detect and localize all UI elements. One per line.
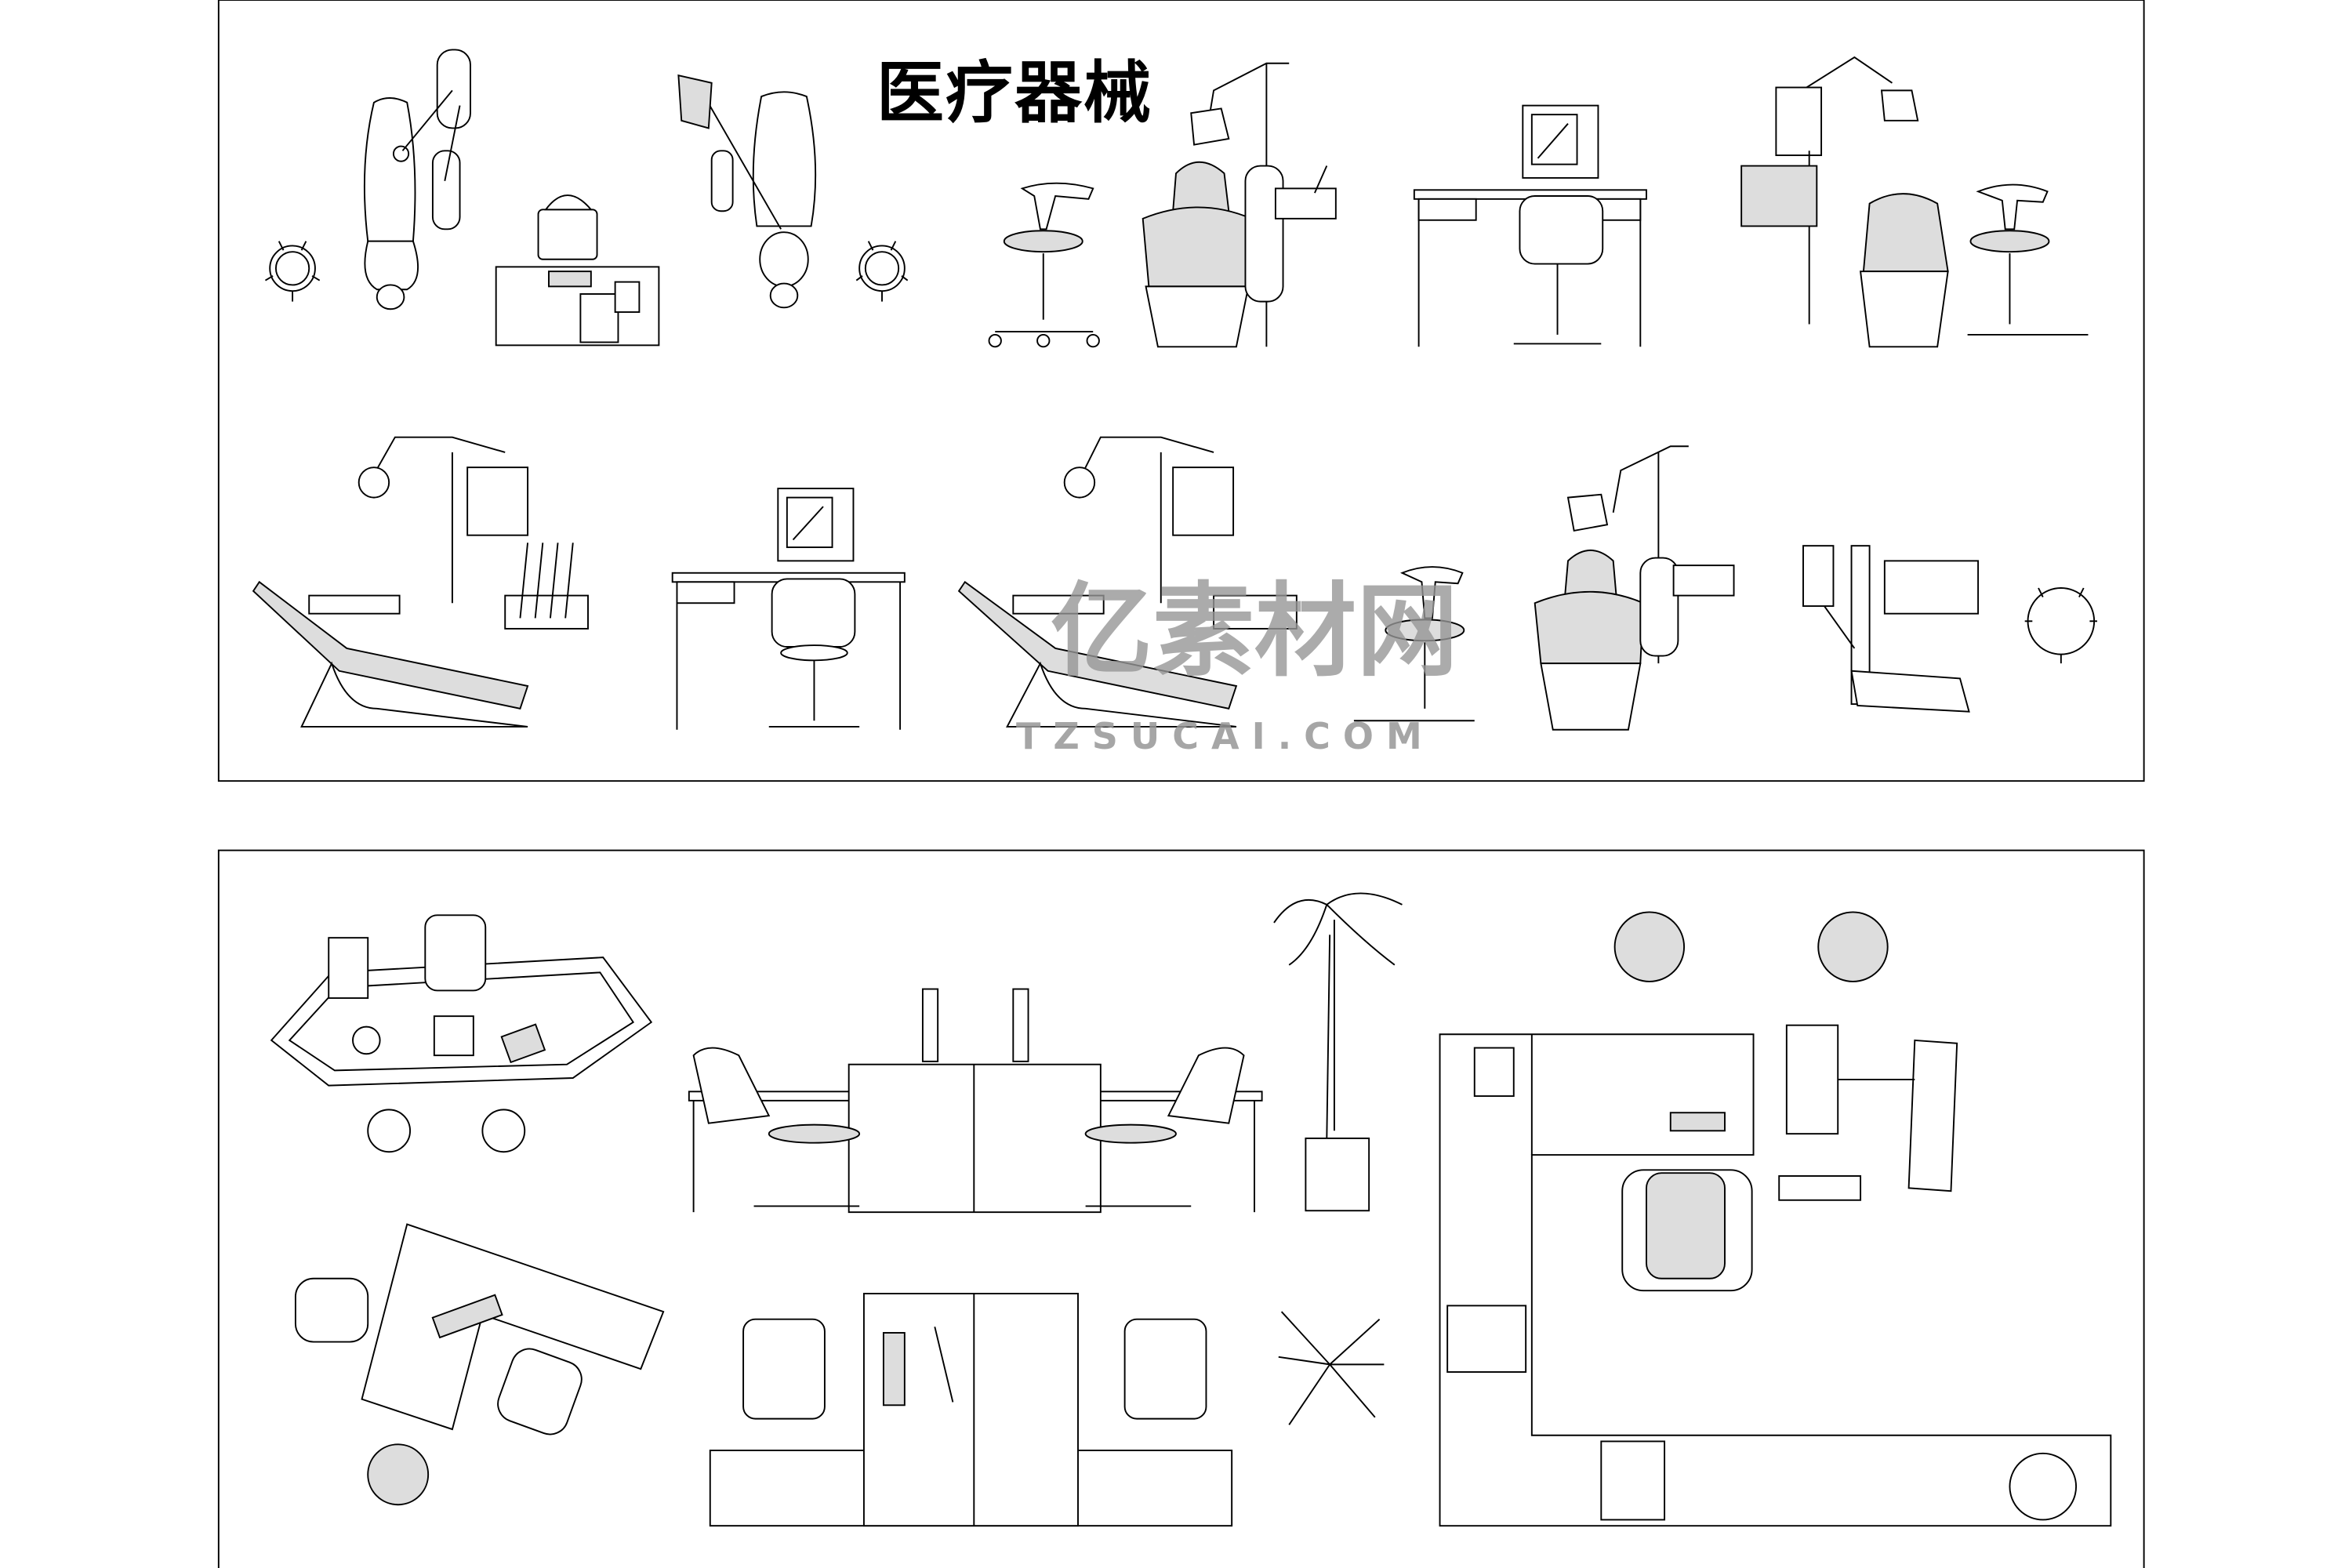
plant-elevation xyxy=(1273,892,1403,1212)
office-desks-plan-rotated xyxy=(294,1223,665,1506)
watermark-logo-text: 亿素材网 xyxy=(1051,572,1459,691)
computer-desk-elevation-2 xyxy=(671,488,906,730)
stool-plan-1 xyxy=(264,241,321,302)
stool-plan-3 xyxy=(2024,587,2097,664)
workstations-plan xyxy=(709,1293,1233,1527)
twin-workstations-elevation xyxy=(688,988,1263,1214)
dental-chair-elevation-reclined-1 xyxy=(252,436,589,728)
dental-unit-elevation-1 xyxy=(988,62,1337,348)
dental-chair-plan-2 xyxy=(677,74,817,309)
desk-with-chair-plan xyxy=(495,194,660,347)
dental-operatory-plan xyxy=(1439,911,2112,1527)
stool-plan-2 xyxy=(855,241,909,302)
computer-desk-elevation-1 xyxy=(1413,104,1647,347)
upper-panel-frame xyxy=(217,0,2145,782)
plant-plan xyxy=(1278,1311,1385,1425)
dental-chair-plan-1 xyxy=(363,49,471,310)
lower-panel-frame xyxy=(217,849,2145,1568)
dental-unit-plan-side xyxy=(1802,545,1980,713)
watermark-site: TZSUCAI.COM xyxy=(1016,715,1435,757)
dental-unit-elevation-2 xyxy=(1740,56,2089,348)
dental-unit-elevation-3 xyxy=(1353,445,1735,731)
reception-desk-plan xyxy=(270,914,653,1153)
drawing-title: 医疗器械 xyxy=(877,54,1152,132)
dental-chair-elevation-reclined-2 xyxy=(957,436,1298,728)
